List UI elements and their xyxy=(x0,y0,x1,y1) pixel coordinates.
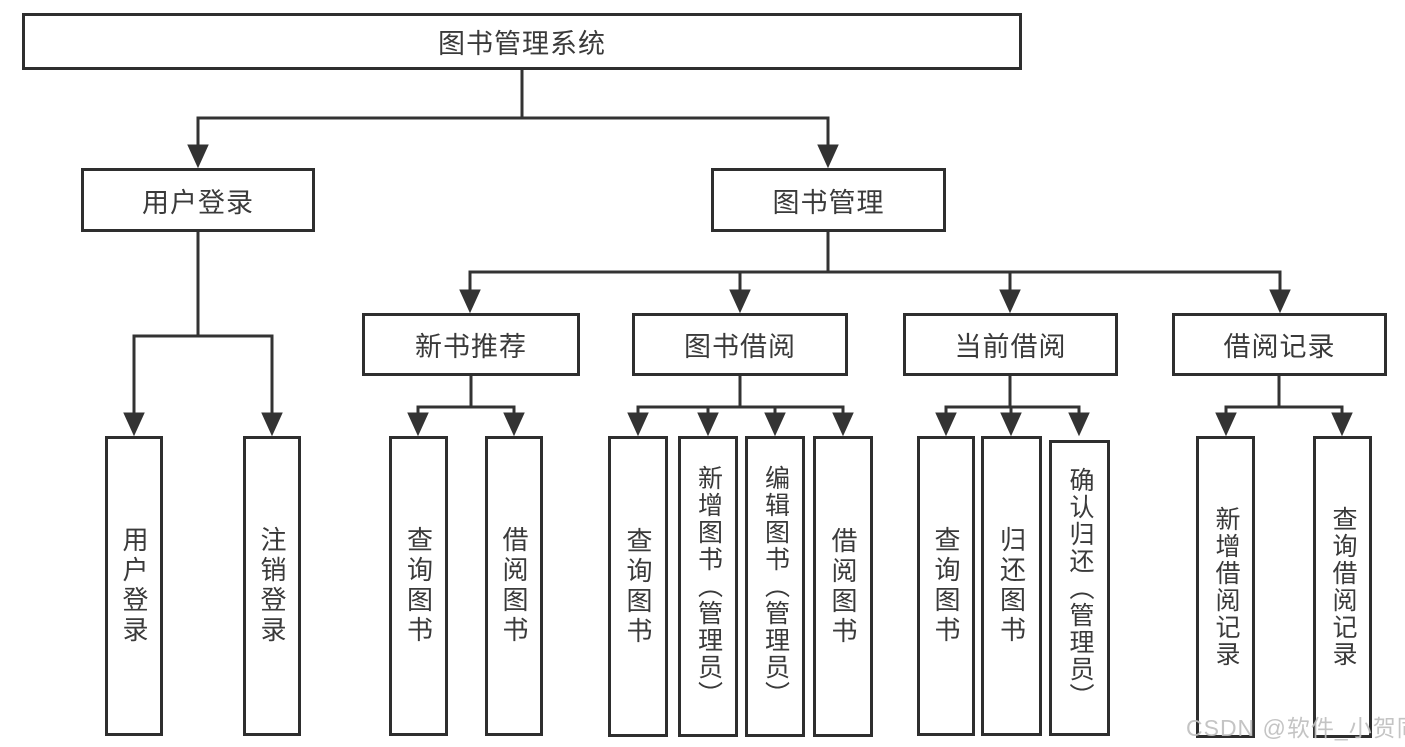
node-new-book-recommendation: 新书推荐 xyxy=(362,313,580,376)
leaf-return-books: 归还图书 xyxy=(981,436,1042,736)
leaf-borrow-books-recommend: 借阅图书 xyxy=(485,436,543,736)
node-borrowing-records: 借阅记录 xyxy=(1172,313,1387,376)
leaf-borrow-books: 借阅图书 xyxy=(813,436,873,737)
leaf-query-books-borrow: 查询图书 xyxy=(608,436,668,737)
leaf-add-borrow-record: 新增借阅记录 xyxy=(1196,436,1255,738)
leaf-query-books-current: 查询图书 xyxy=(917,436,975,736)
node-book-management: 图书管理 xyxy=(711,168,946,232)
node-book-borrowing: 图书借阅 xyxy=(632,313,848,376)
leaf-edit-books-admin: 编辑图书（管理员） xyxy=(745,436,805,737)
node-current-borrowing: 当前借阅 xyxy=(903,313,1118,376)
csdn-watermark: CSDN @软件_小贺同学 xyxy=(1186,715,1405,741)
leaf-query-borrow-record: 查询借阅记录 xyxy=(1313,436,1372,738)
node-user-login: 用户登录 xyxy=(81,168,315,232)
leaf-user-login: 用户登录 xyxy=(105,436,163,736)
leaf-confirm-return-admin: 确认归还（管理员） xyxy=(1049,440,1110,736)
leaf-query-books-recommend: 查询图书 xyxy=(389,436,448,736)
leaf-add-books-admin: 新增图书（管理员） xyxy=(678,436,738,737)
node-library-management-system: 图书管理系统 xyxy=(22,13,1022,70)
leaf-logout: 注销登录 xyxy=(243,436,301,736)
